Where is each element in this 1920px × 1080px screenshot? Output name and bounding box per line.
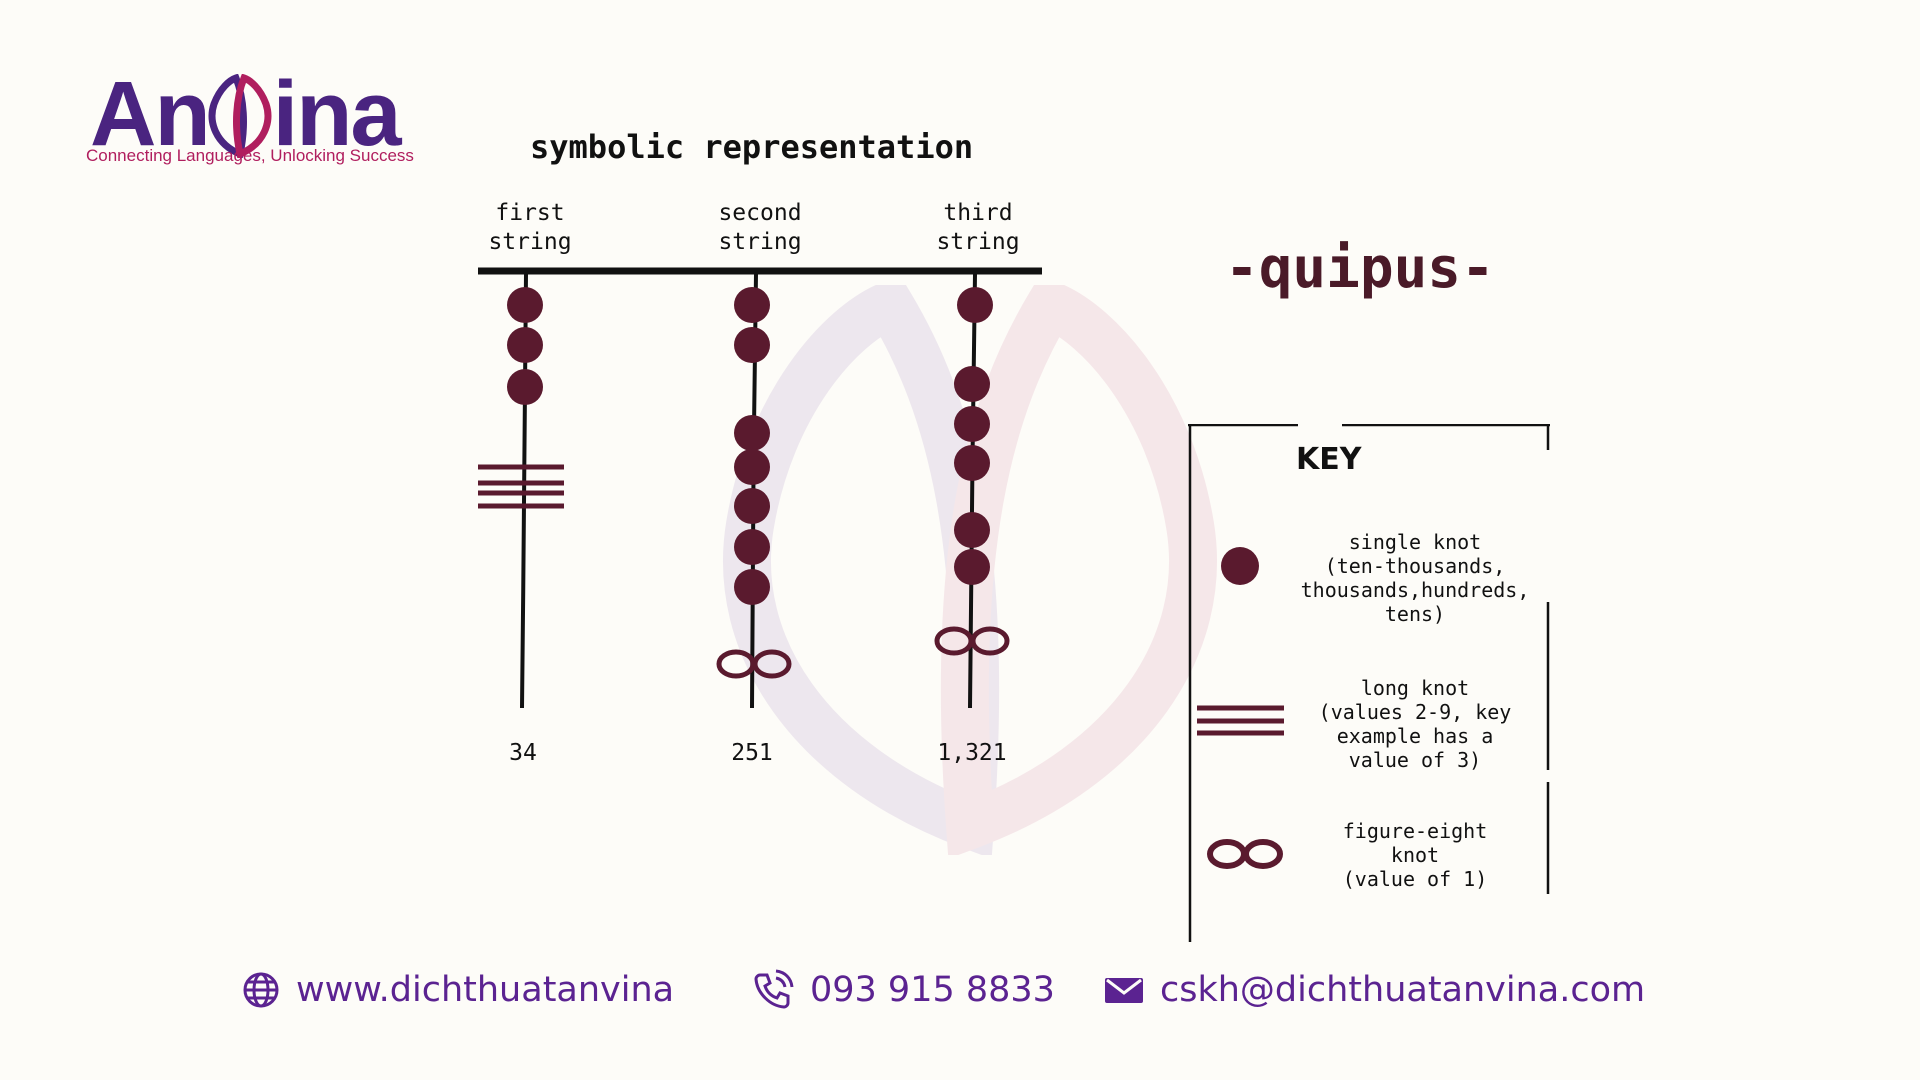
website-text: www.dichthuatanvina <box>296 970 675 1010</box>
figure-eight-knot <box>934 626 1010 656</box>
key-text-long-knot: long knot (values 2-9, key example has a… <box>1318 676 1512 772</box>
globe-icon <box>243 972 279 1008</box>
figure-eight-knot-icon <box>1207 839 1283 869</box>
key-box <box>1188 424 1550 942</box>
key-text-single-knot: single knot (ten-thousands, thousands,hu… <box>1300 530 1530 626</box>
single-knot <box>734 529 770 565</box>
phone-contact[interactable]: 093 915 8833 <box>752 965 1055 1015</box>
single-knot <box>734 449 770 485</box>
single-knot <box>954 549 990 585</box>
key-text-figure-eight-knot: figure-eight knot (value of 1) <box>1342 819 1488 891</box>
quipus-heading: -quipus- <box>1225 236 1495 301</box>
phone-icon <box>754 969 794 1009</box>
single-knot <box>954 366 990 402</box>
string-label-first: first string <box>488 200 572 255</box>
single-knot-icon <box>1221 547 1259 585</box>
single-knot <box>734 488 770 524</box>
single-knot <box>734 415 770 451</box>
single-knot <box>954 445 990 481</box>
email-contact[interactable]: cskh@dichthuatanvina.com <box>1104 965 1645 1015</box>
single-knot <box>507 369 543 405</box>
phone-text: 093 915 8833 <box>810 970 1055 1010</box>
logo-leaf-icon <box>208 74 272 158</box>
value-first-string: 34 <box>509 740 537 766</box>
string-label-third: third string <box>936 200 1020 255</box>
long-knot-icon <box>1197 705 1284 736</box>
mail-icon <box>1105 978 1143 1003</box>
single-knot <box>507 287 543 323</box>
long-knot <box>478 464 564 509</box>
figure-eight-knot <box>716 649 792 679</box>
single-knot <box>734 287 770 323</box>
key-title: KEY <box>1296 442 1362 477</box>
single-knot <box>507 327 543 363</box>
diagram-title: symbolic representation <box>530 128 974 166</box>
single-knot <box>734 327 770 363</box>
string-label-second: second string <box>718 200 802 255</box>
email-text: cskh@dichthuatanvina.com <box>1160 970 1646 1010</box>
value-third-string: 1,321 <box>937 740 1007 766</box>
single-knot <box>954 512 990 548</box>
single-knot <box>954 406 990 442</box>
single-knot <box>957 287 993 323</box>
website-contact[interactable]: www.dichthuatanvina <box>242 965 674 1015</box>
single-knot <box>734 569 770 605</box>
value-second-string: 251 <box>731 740 773 766</box>
logo-tagline: Connecting Languages, Unlocking Success <box>86 146 414 165</box>
